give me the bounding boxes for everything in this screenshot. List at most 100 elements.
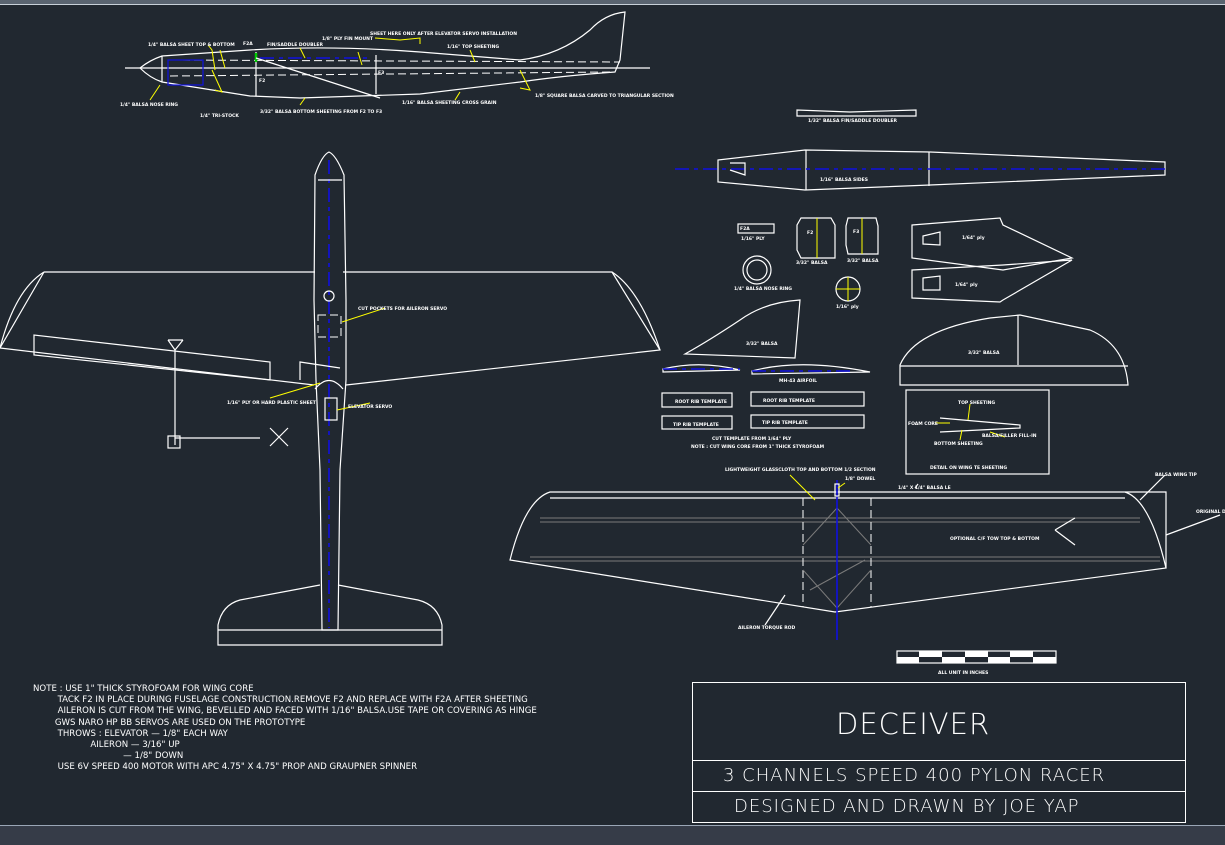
f2a-part: [737, 223, 775, 234]
label-ply-116-b: 1/16" ply: [836, 304, 859, 310]
label-elevator-servo: ELEVATOR SERVO: [348, 404, 392, 410]
label-cut-template: CUT TEMPLATE FROM 1/64" PLY: [712, 436, 792, 442]
fuselage-doubler-b: [911, 259, 1073, 303]
subtitle-row: 3 CHANNELS SPEED 400 PYLON RACER: [693, 761, 1185, 792]
label-ply-116: 1/16" PLY: [741, 236, 765, 242]
label-f2a-part: F2A: [740, 226, 750, 232]
template-tip-a: [661, 415, 733, 430]
template-tip-b: [750, 414, 865, 429]
label-te-balsa-fill: BALSA/FILLER FILL-IN: [982, 433, 1037, 439]
construction-notes: NOTE : USE 1" THICK STYROFOAM FOR WING C…: [33, 684, 537, 774]
parts-layout: 1/32" BALSA FIN/SADDLE DOUBLER 1/16" BAL…: [661, 109, 1170, 475]
fin-part: [682, 299, 801, 359]
ucs-icon: [167, 339, 260, 445]
cg-mark: [323, 290, 335, 302]
note-line: GWS NARO HP BB SERVOS ARE USED ON THE PR…: [33, 717, 306, 728]
label-ply-fin-mount: 1/8" PLY FIN MOUNT: [322, 36, 374, 42]
label-fin-balsa: 3/32" BALSA: [746, 341, 778, 347]
label-ply-sheet: 1/16" PLY OR HARD PLASTIC SHEET: [227, 400, 317, 406]
label-f3-part: F3: [853, 229, 859, 235]
airfoil-tip: [751, 364, 871, 375]
label-top-sheeting: 1/16" TOP SHEETING: [447, 44, 499, 50]
main-wing: [0, 271, 661, 386]
label-wing-tip: BALSA WING TIP: [1155, 472, 1197, 478]
label-stab-balsa: 3/32" BALSA: [968, 350, 1000, 356]
label-cut-pocket: CUT POCKETS FOR AILERON SERVO: [358, 306, 447, 312]
label-tri-stock: 1/4" TRI-STOCK: [200, 113, 239, 119]
label-square-balsa: 1/8" SQUARE BALSA CARVED TO TRIANGULAR S…: [535, 93, 674, 99]
label-sheet-top-bottom: 1/4" BALSA SHEET TOP & BOTTOM: [148, 42, 235, 48]
label-tip-template-a: TIP RIB TEMPLATE: [673, 422, 719, 428]
airfoil-root: [662, 364, 741, 373]
label-ply-164-b: 1/64" ply: [955, 282, 978, 288]
side-view-fuselage: 1/4" BALSA SHEET TOP & BOTTOM F2A FIN/SA…: [120, 11, 674, 119]
stabilizer: [217, 584, 443, 646]
label-glasscloth: LIGHTWEIGHT GLASSCLOTH TOP AND BOTTOM 1/…: [725, 467, 876, 473]
fuselage-side-part: [717, 149, 1166, 191]
title-block: DECEIVER 3 CHANNELS SPEED 400 PYLON RACE…: [692, 682, 1186, 823]
nose-ring-part: [742, 255, 772, 285]
top-fuselage-outline: [313, 151, 347, 631]
label-root-template-a: ROOT RIB TEMPLATE: [675, 399, 727, 405]
note-line: USE 6V SPEED 400 MOTOR WITH APC 4.75" X …: [33, 762, 418, 773]
note-line: — 1/8" DOWN: [33, 751, 184, 762]
te-detail-box: [905, 389, 1050, 475]
wing-plan-view: LIGHTWEIGHT GLASSCLOTH TOP AND BOTTOM 1/…: [509, 467, 1225, 676]
template-root-a: [661, 392, 733, 408]
label-airfoil: MH-43 AIRFOIL: [779, 378, 817, 384]
drawing-designer: DESIGNED AND DRAWN BY JOE YAP: [734, 796, 1080, 817]
label-balsa-sides: 1/16" BALSA SIDES: [820, 177, 868, 183]
f2-part: [796, 217, 836, 259]
cad-drawing-canvas[interactable]: 1/4" BALSA SHEET TOP & BOTTOM F2A FIN/SA…: [0, 5, 1225, 825]
label-te-foam-core: FOAM CORE: [908, 421, 938, 427]
fin-saddle-doubler: [796, 109, 917, 117]
label-sheet-here: SHEET HERE ONLY AFTER ELEVATOR SERVO INS…: [370, 31, 517, 37]
drawing-subtitle: 3 CHANNELS SPEED 400 PYLON RACER: [723, 765, 1106, 786]
label-f2a: F2A: [243, 41, 253, 47]
designer-row: DESIGNED AND DRAWN BY JOE YAP: [693, 792, 1185, 822]
note-line: NOTE : USE 1" THICK STYROFOAM FOR WING C…: [33, 684, 254, 694]
label-scale-caption: ALL UNIT IN INCHES: [938, 670, 988, 676]
note-line: AILERON — 3/16" UP: [33, 740, 180, 751]
label-f2: F2: [259, 78, 265, 84]
label-f3: F3: [378, 70, 384, 76]
bottom-status-bar: [0, 825, 1225, 845]
label-cut-wing-note: NOTE : CUT WING CORE FROM 1" THICK STYRO…: [691, 444, 825, 450]
label-te-bottom-sheeting: BOTTOM SHEETING: [934, 441, 983, 447]
stab-part: [899, 314, 1129, 386]
label-le: 1/4" X 1/4" BALSA LE: [898, 485, 951, 491]
label-f2-part: F2: [807, 230, 813, 236]
title-row: DECEIVER: [693, 683, 1185, 761]
label-f2-balsa: 3/32" BALSA: [796, 260, 828, 266]
note-line: TACK F2 IN PLACE DURING FUSELAGE CONSTRU…: [33, 695, 528, 706]
label-ply-164-a: 1/64" ply: [962, 235, 985, 241]
label-dowel: 1/8" DOWEL: [845, 476, 875, 482]
aileron-servo-pocket: [317, 314, 342, 338]
label-optional-cf: OPTIONAL C/F TOW TOP & BOTTOM: [950, 536, 1040, 542]
f3-part: [845, 217, 879, 255]
elevator-servo: [324, 397, 338, 421]
label-fin-saddle-doubler: 1/32" BALSA FIN/SADDLE DOUBLER: [808, 118, 897, 124]
label-te-top-sheeting: TOP SHEETING: [958, 400, 995, 406]
label-root-template-b: ROOT RIB TEMPLATE: [763, 398, 815, 404]
motor-box: [167, 59, 204, 86]
label-te-detail-title: DETAIL ON WING TE SHEETING: [930, 465, 1007, 471]
template-root-b: [750, 391, 865, 407]
label-bottom-sheeting: 3/32" BALSA BOTTOM SHEETING FROM F2 TO F…: [260, 109, 382, 115]
label-f3-balsa: 3/32" BALSA: [847, 258, 879, 264]
wing-planform: [509, 491, 1167, 613]
fuselage-doubler-a: [911, 217, 1074, 271]
label-original-design: ORIGINAL DESIGN: [1196, 509, 1225, 515]
top-window-edge: [0, 0, 1225, 5]
label-nose-ring: 1/4" BALSA NOSE RING: [120, 102, 178, 108]
note-line: AILERON IS CUT FROM THE WING, BEVELLED A…: [33, 706, 537, 717]
label-tip-template-b: TIP RIB TEMPLATE: [762, 420, 808, 426]
label-nose-ring-part: 1/4" BALSA NOSE RING: [734, 286, 792, 292]
label-torque-rod: AILERON TORQUE ROD: [738, 625, 795, 631]
label-side-sheeting: 1/16" BALSA SHEETING CROSS GRAIN: [402, 100, 497, 106]
top-view-plane: CUT POCKETS FOR AILERON SERVO 1/16" PLY …: [0, 151, 661, 646]
drawing-title: DECEIVER: [836, 707, 991, 741]
note-line: THROWS : ELEVATOR — 1/8" EACH WAY: [33, 728, 228, 739]
label-fin-saddle: FIN/SADDLE DOUBLER: [267, 42, 323, 48]
scale-bar: ALL UNIT IN INCHES: [896, 650, 1057, 676]
